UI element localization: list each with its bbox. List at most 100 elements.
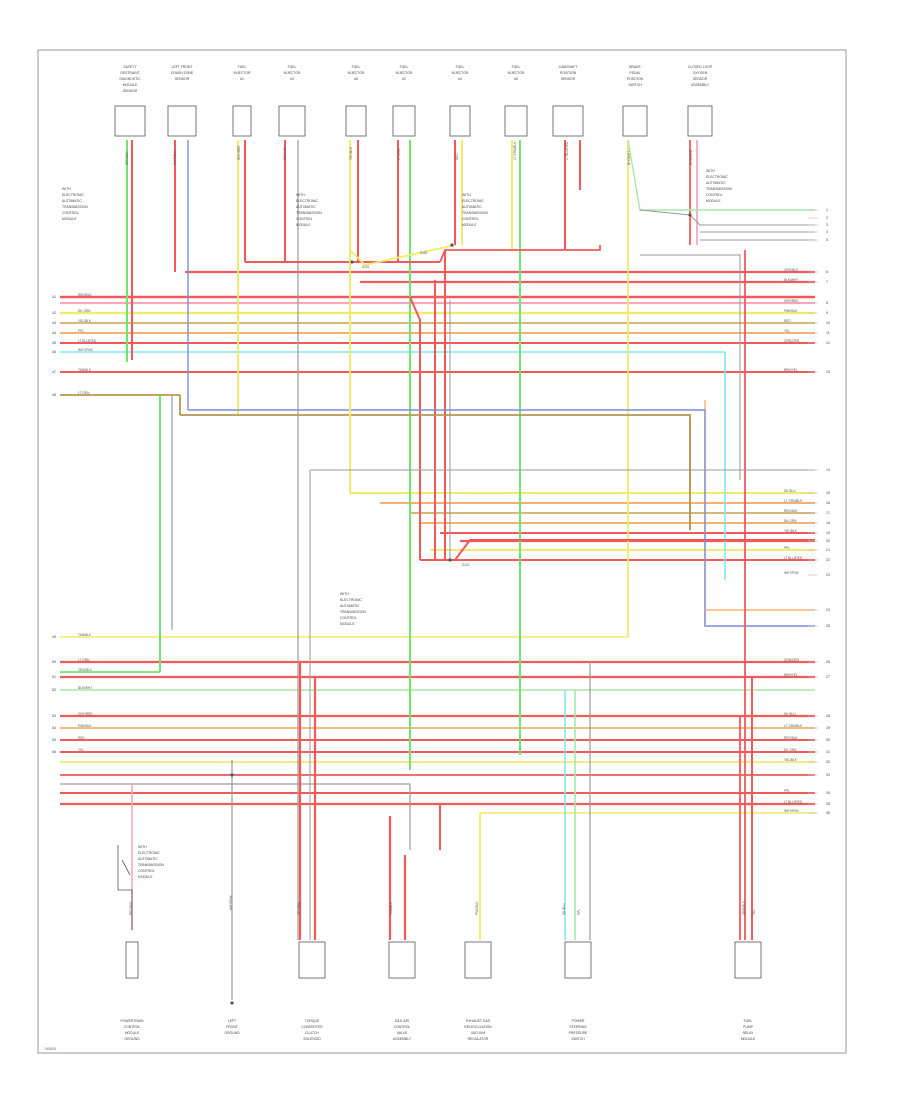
top-component-label: #3 [290,77,294,81]
left-pin-number: 51 [52,675,56,679]
right-pin-number: 4 [826,230,828,234]
top-component-c1 [114,105,146,137]
wire-color-label: GRN/ORG [784,339,800,343]
side-note: WITH [296,193,305,197]
wire-color-label: DK GRN [78,309,91,313]
vertical-wire-label: DK GRN [297,902,301,915]
component-layer [114,105,762,979]
top-component-label: SENSOR [175,77,190,81]
bottom-component-label: TORQUE [305,1019,320,1023]
right-pin-number: 25 [826,624,830,628]
side-note: AUTOMATIC [62,199,82,203]
side-note: ELECTRONIC [296,199,318,203]
wire-color-label: LT BLU/RED [784,800,803,804]
vertical-wire-label: GRN/ORG [689,149,693,165]
right-pin-number: 35 [826,802,830,806]
splice-dot [450,243,454,247]
bottom-component-b1 [125,941,139,979]
side-note: TRANSMISSION [296,211,322,215]
right-pin-number: 9 [826,311,828,315]
top-component-c4 [278,105,306,137]
label-layer: SAFETYRESTRAINTDIAGNOSTICMODULESENSORLEF… [52,65,830,1041]
right-pin-number: 22 [826,558,830,562]
side-note: WITH [706,169,715,173]
wire-color-label: ORG/BLK [78,668,93,672]
top-component-label: BRAKE [629,65,641,69]
right-pin-number: 33 [826,773,830,777]
left-pin-number: 56 [52,750,56,754]
side-note: CONTROL [138,869,155,873]
wire-color-label: BRN/YEL [784,673,798,677]
wire-color-label: PPL [78,329,84,333]
bottom-component-label: MODULE [125,1031,140,1035]
bent-wire [627,139,815,211]
top-component-c8 [504,105,528,137]
side-note: TRANSMISSION [706,187,732,191]
left-pin-number: 52 [52,688,56,692]
side-note: MODULE [462,223,477,227]
top-component-label: OXYGEN [693,71,708,75]
wire-color-label: GRY/RED [784,299,799,303]
wire-color-label: YEL [78,748,84,752]
diagram-border [37,49,847,1054]
side-note: MODULE [340,622,355,626]
vertical-wire-label: GRY/RED [237,145,241,160]
bottom-component-label: EXHAUST GAS [466,1019,491,1023]
side-note: ELECTRONIC [62,193,84,197]
wire-color-label: BRN/YEL [784,368,798,372]
bent-wire [640,254,741,480]
top-component-label: INJECTOR [396,71,413,75]
vertical-wire-label: DK BLU [562,903,566,915]
right-pin-number: 10 [826,321,830,325]
top-component-label: SENSOR [561,77,576,81]
right-pin-number: 19 [826,531,830,535]
side-note: TRANSMISSION [138,863,164,867]
left-pin-number: 45 [52,341,56,345]
bottom-component-label: CONVERTER [301,1025,323,1029]
vertical-wire-label: RED/BLK [125,150,129,165]
right-pin-number: 2 [826,216,828,220]
bottom-component-label: VACUUM [471,1031,486,1035]
bottom-component-b6 [564,941,592,979]
top-component-label: INJECTOR [508,71,525,75]
top-component-label: FUEL [352,65,361,69]
bent-wire [409,296,421,560]
bottom-component-label: STEERING [569,1025,587,1029]
wire-color-label: DK GRN [784,519,797,523]
wire-color-label: BLK/WHT [784,278,798,282]
bottom-component-b3 [298,941,326,979]
right-pin-number: 12 [826,341,830,345]
right-pin-number: 13 [826,370,830,374]
bottom-component-label: GROUND [224,1031,240,1035]
vertical-wire-label: LT BLU/RED [565,141,569,160]
wire-color-label: PPL [784,789,790,793]
side-note: AUTOMATIC [462,205,482,209]
top-component-label: CLOSED LOOP [688,65,713,69]
side-note: MODULE [706,199,721,203]
right-pin-number: 31 [826,750,830,754]
wire-color-label: RED [78,736,85,740]
bottom-component-label: POWERTRAIN [121,1019,144,1023]
bottom-component-b4 [388,941,416,979]
top-component-c7 [449,105,471,137]
side-note: TRANSMISSION [462,211,488,215]
bottom-component-label: RELAY [743,1031,755,1035]
top-component-c10 [622,105,648,137]
vertical-wire-label: RED [455,153,459,160]
right-pin-number: 27 [826,675,830,679]
right-pin-number: 3 [826,223,828,227]
right-pin-number: 1 [826,208,828,212]
vertical-wire-label: BLK/WHT [627,151,631,165]
vertical-wire-label: WHT/PNK [173,149,177,165]
left-pin-number: 49 [52,635,56,639]
side-note: WITH [62,187,71,191]
side-note: CONTROL [462,217,479,221]
side-note: CONTROL [296,217,313,221]
right-pin-number: 18 [826,521,830,525]
splice-dot [350,260,354,264]
bent-wire [188,409,706,627]
right-pin-number: 15 [826,491,830,495]
wire-color-label: RED [784,319,791,323]
wire-color-label: GRY/RED [78,712,93,716]
